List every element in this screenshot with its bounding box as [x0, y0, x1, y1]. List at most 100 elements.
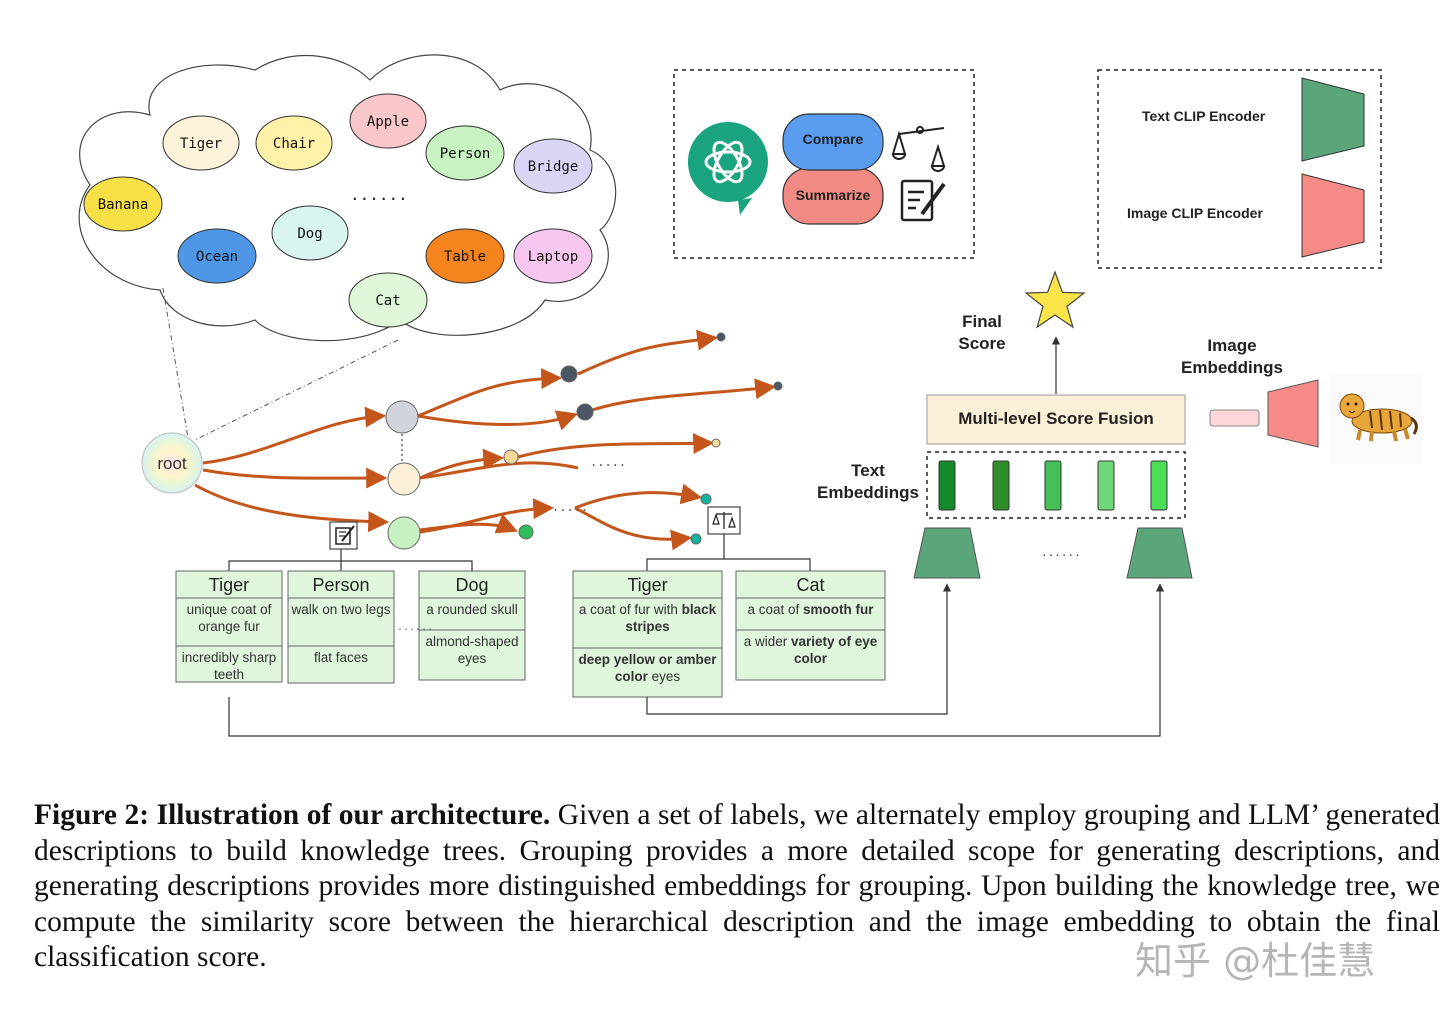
watermark: 知乎 @杜佳慧 — [1135, 939, 1376, 983]
multi-level-score-fusion-box: Multi-level Score Fusion — [926, 394, 1186, 445]
text-embedding-vector — [938, 460, 956, 511]
cloud-label-text: Apple — [367, 114, 409, 130]
cloud-label-text: Cat — [375, 293, 400, 309]
text-embedding-vector — [992, 460, 1010, 511]
cloud-label-text: Laptop — [528, 249, 579, 265]
tree-ellipsis: ..... — [552, 500, 588, 514]
tree-node — [576, 403, 594, 421]
tree-edge — [194, 483, 390, 533]
card-description: walk on two legs — [291, 602, 391, 617]
card-description: incredibly sharp teeth — [181, 650, 277, 680]
cloud-label-dog: Dog — [271, 205, 349, 261]
fusion-label: Multi-level Score Fusion — [958, 409, 1154, 428]
card-to-encoder-connectors — [228, 583, 1165, 737]
cloud-label-tiger: Tiger — [162, 115, 240, 171]
card-title: Cat — [796, 575, 824, 595]
knowledge-tree — [194, 329, 777, 551]
summarize-label: Summarize — [796, 187, 871, 203]
cloud-label-cat: Cat — [348, 272, 428, 328]
tree-node — [385, 400, 419, 434]
tree-node — [503, 449, 519, 465]
group-brackets — [228, 534, 811, 571]
cloud-label-text: Bridge — [528, 159, 579, 175]
card-title: Tiger — [209, 575, 249, 595]
tree-node — [711, 438, 721, 448]
text-embeddings-frame — [926, 451, 1186, 519]
embedding-bars — [938, 460, 1168, 511]
card-title: Person — [312, 575, 369, 595]
compare-label: Compare — [803, 131, 864, 147]
card-description: a coat of fur with black stripes — [578, 602, 717, 634]
notepad-pen-icon — [900, 179, 946, 222]
cloud-label-ocean: Ocean — [177, 228, 257, 284]
cloud-label-apple: Apple — [349, 93, 427, 149]
cloud-label-banana: Banana — [83, 176, 163, 232]
text-encoder-label: Text CLIP Encoder — [1142, 108, 1266, 124]
tree-edge — [591, 378, 777, 412]
cloud-label-text: Ocean — [196, 249, 238, 265]
tree-edge — [417, 368, 563, 418]
cloud-label-text: Tiger — [180, 136, 222, 152]
tree-edge — [202, 467, 388, 489]
tree-node — [773, 381, 783, 391]
image-encoder — [1267, 379, 1319, 448]
image-encoder-label: Image CLIP Encoder — [1127, 205, 1263, 221]
write-description-icon — [329, 521, 358, 550]
tree-edge — [419, 461, 579, 480]
text-embedding-vector — [1044, 460, 1062, 511]
caption-body: Given a set of labels, we alternately em… — [34, 799, 1440, 973]
root-label: root — [157, 454, 187, 473]
tree-node — [716, 332, 726, 342]
tree-node — [700, 493, 712, 505]
compare-scales-icon — [707, 506, 741, 535]
text-encoder — [913, 527, 981, 579]
description-card-person: Person walk on two legs flat faces — [287, 570, 395, 684]
cloud-label-chair: Chair — [255, 115, 333, 171]
cloud-label-table: Table — [425, 228, 505, 284]
cloud-label-person: Person — [425, 125, 505, 181]
image-embedding-vector — [1209, 409, 1260, 427]
card-description: a coat of smooth fur — [747, 602, 874, 617]
text-encoders: ...... — [913, 527, 1193, 579]
scales-icon — [891, 126, 946, 172]
caption-title: Illustration of our architecture. — [156, 799, 551, 831]
tree-edge — [419, 448, 505, 480]
tree-edge — [517, 433, 715, 459]
tree-edge — [202, 406, 387, 465]
card-description: deep yellow or amber color eyes — [578, 652, 717, 684]
star-icon — [1024, 270, 1086, 329]
tree-node — [560, 365, 578, 383]
cloud-label-text: Banana — [98, 197, 149, 213]
tree-node — [387, 462, 421, 496]
cloud-label-text: Dog — [297, 226, 322, 242]
cloud-label-laptop: Laptop — [513, 228, 593, 284]
text-embedding-vector — [1150, 460, 1168, 511]
image-encoder-shape — [1301, 173, 1365, 258]
group1-ellipsis: ...... — [397, 622, 433, 633]
text-encoder — [1126, 527, 1193, 579]
cloud-label-text: Chair — [273, 136, 315, 152]
cloud-connector-left — [162, 287, 189, 439]
summarize-pill: Summarize — [782, 167, 884, 225]
tree-ellipsis: ..... — [590, 455, 626, 469]
figure-label: Figure 2: — [34, 799, 150, 831]
cloud-label-text: Table — [444, 249, 486, 265]
card-description: almond-shaped eyes — [425, 634, 519, 666]
tree-node — [690, 533, 702, 545]
cloud-ellipsis: ...... — [350, 185, 408, 204]
text-encoder-shape — [1301, 77, 1365, 162]
card-description: flat faces — [313, 650, 369, 665]
card-title: Dog — [455, 575, 488, 595]
tree-node — [387, 516, 421, 550]
